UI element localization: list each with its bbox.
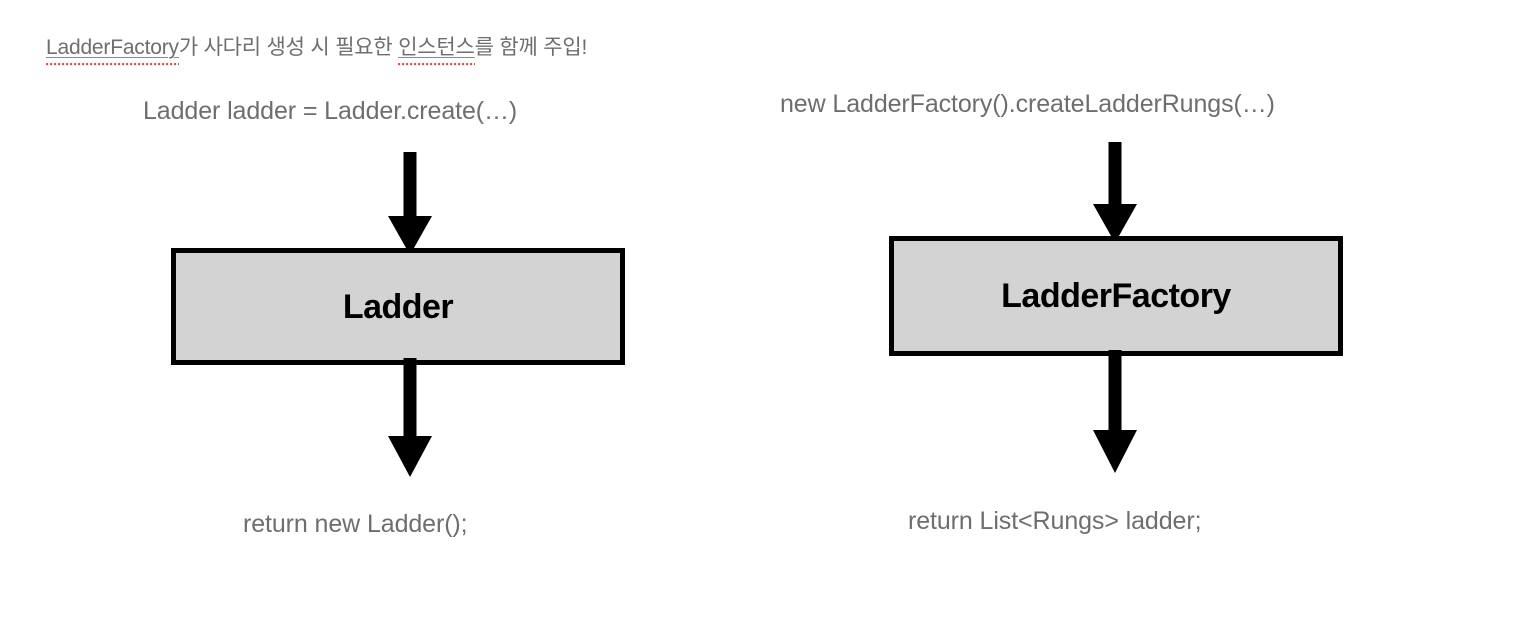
ladder-factory-input-caption: new LadderFactory().createLadderRungs(…) xyxy=(780,90,1275,118)
ladder-factory-output-caption: return List<Rungs> ladder; xyxy=(908,507,1202,535)
arrow-down-into-ladder-factory xyxy=(1093,142,1137,243)
ladder-input-caption: Ladder ladder = Ladder.create(…) xyxy=(143,97,518,125)
annotation-segment-1: LadderFactory xyxy=(46,36,179,59)
annotation-segment-2: 가 사다리 생성 시 필요한 xyxy=(178,36,399,59)
arrow-down-into-ladder xyxy=(388,152,432,255)
class-box-ladder-factory-label: LadderFactory xyxy=(1001,277,1231,315)
class-box-ladder: Ladder xyxy=(171,248,625,365)
class-box-ladder-factory: LadderFactory xyxy=(889,236,1343,356)
annotation-segment-4: 를 함께 주입! xyxy=(474,36,588,59)
class-box-ladder-label: Ladder xyxy=(342,287,454,326)
annotation-segment-3: 인스턴스 xyxy=(398,36,475,59)
arrow-down-out-of-ladder-factory xyxy=(1093,350,1137,473)
annotation-text: LadderFactory가 사다리 생성 시 필요한 인스턴스를 함께 주입! xyxy=(46,34,587,62)
arrow-down-out-of-ladder xyxy=(388,358,432,477)
ladder-output-caption: return new Ladder(); xyxy=(243,510,468,538)
